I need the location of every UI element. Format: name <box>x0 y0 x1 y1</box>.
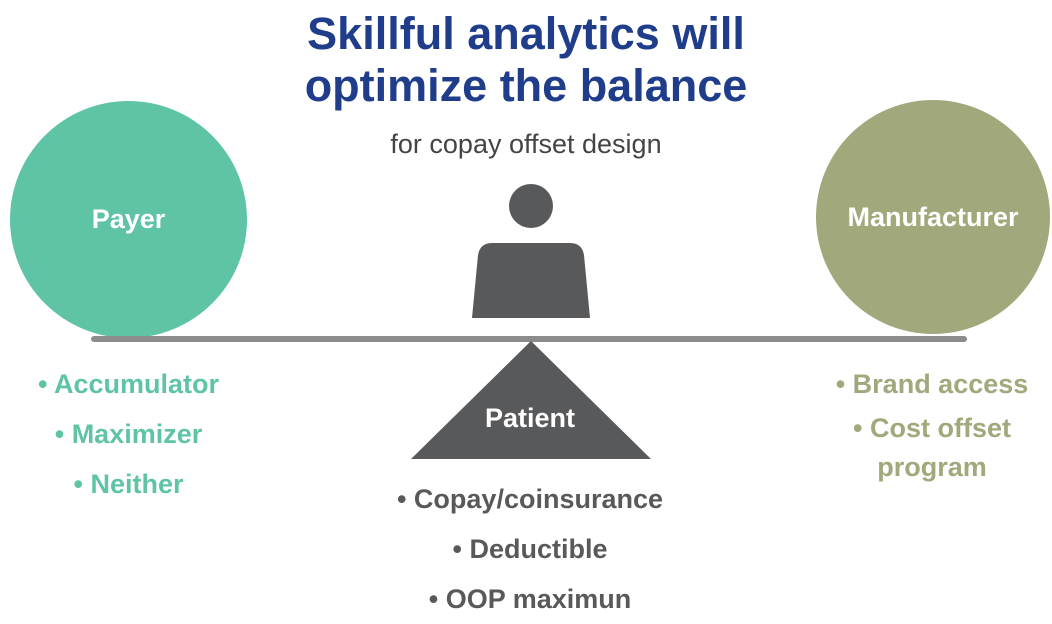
list-item: • Copay/coinsurance <box>396 484 664 514</box>
person-icon <box>472 184 590 318</box>
list-item: • Brand access <box>835 369 1029 399</box>
list-item: • OOP maximun <box>428 584 632 614</box>
patient-bullet-list: • Copay/coinsurance • Deductible • OOP m… <box>330 474 730 624</box>
list-item: • Accumulator <box>38 369 219 399</box>
list-item: • Deductible <box>452 534 608 564</box>
title-line-1: Skillful analytics will <box>307 8 745 59</box>
manufacturer-label: Manufacturer <box>847 201 1019 232</box>
list-item: • Neither <box>73 469 184 499</box>
payer-label: Payer <box>91 204 166 234</box>
fulcrum-triangle <box>411 341 651 459</box>
list-item: • Maximizer <box>54 419 203 449</box>
patient-label: Patient <box>484 403 576 433</box>
balance-beam <box>91 336 967 342</box>
diagram-subtitle: for copay offset design <box>390 129 662 159</box>
title-line-2: optimize the balance <box>304 60 748 111</box>
payer-circle: Payer <box>10 101 247 338</box>
manufacturer-bullet-list: • Brand access • Cost offset program <box>812 359 1052 487</box>
list-item: program <box>877 452 987 482</box>
payer-bullet-list: • Accumulator • Maximizer • Neither <box>10 359 247 509</box>
diagram-title: Skillful analytics will optimize the bal… <box>0 8 1052 112</box>
manufacturer-circle: Manufacturer <box>816 100 1050 334</box>
list-item: • Cost offset <box>853 413 1011 443</box>
